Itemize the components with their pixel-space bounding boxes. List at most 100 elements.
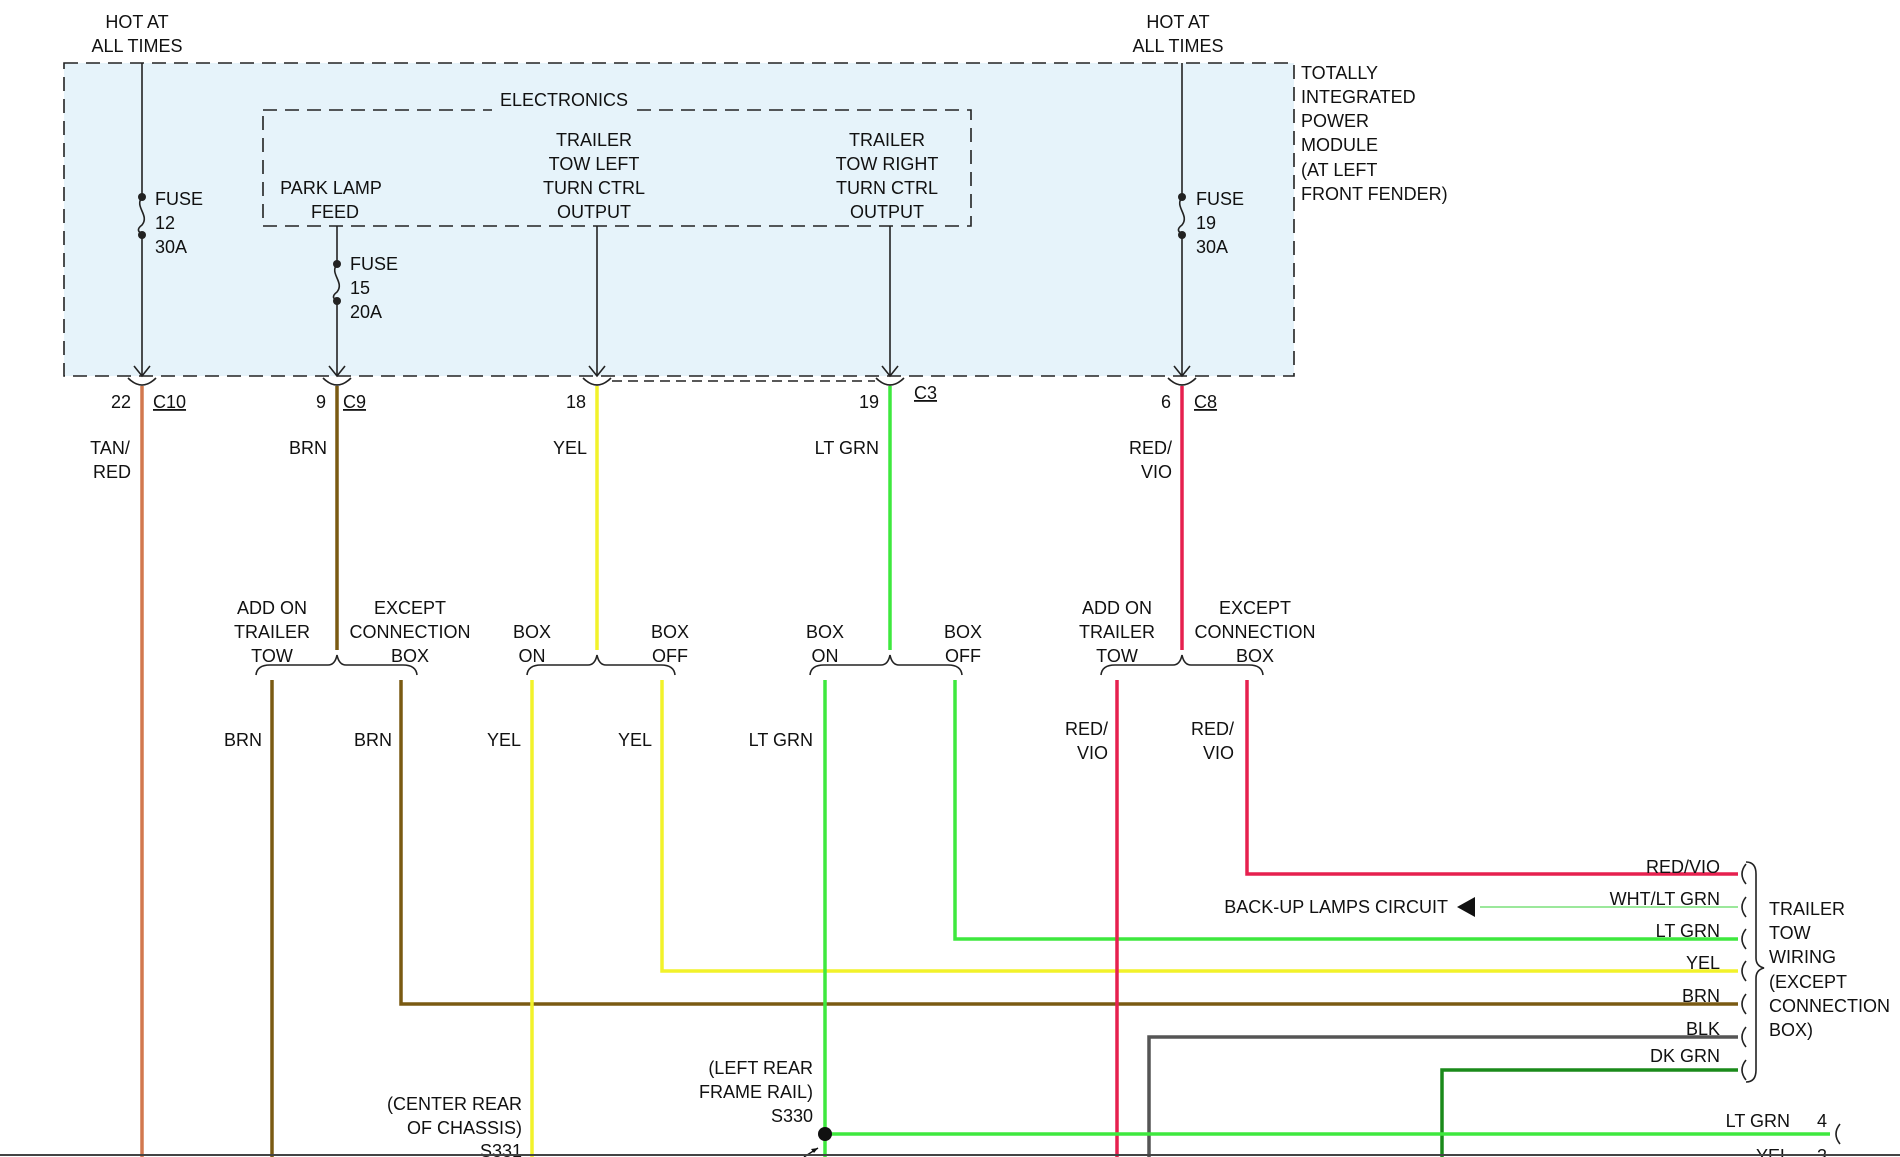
trailer-tow-connector [1741, 861, 1765, 1083]
svg-text:BLK: BLK [1686, 1019, 1720, 1039]
bottom-connector-wire-1: LT GRN [1726, 1111, 1790, 1131]
svg-text:WHT/LT GRN: WHT/LT GRN [1610, 889, 1720, 909]
c10-name: C10 [153, 392, 186, 412]
bottom-connector-pin-3: 3 [1817, 1146, 1827, 1157]
c8-pin: 6 [1161, 392, 1171, 412]
svg-text:TOW: TOW [251, 646, 293, 666]
svg-text:TRAILER: TRAILER [1079, 622, 1155, 642]
svg-text:EXCEPT: EXCEPT [1219, 598, 1291, 618]
c9-name: C9 [343, 392, 366, 412]
svg-text:VIO: VIO [1077, 743, 1108, 763]
svg-text:LT GRN: LT GRN [1656, 921, 1720, 941]
svg-text:OFF: OFF [652, 646, 688, 666]
wire-brn-except [399, 680, 1738, 1006]
svg-text:VIO: VIO [1141, 462, 1172, 482]
branch-braces [255, 654, 1264, 676]
branch-label-boxon-yel: BOX ON [513, 622, 551, 666]
c9-pin: 9 [316, 392, 326, 412]
svg-text:CONNECTION: CONNECTION [1195, 622, 1316, 642]
fuse-19-label: FUSE 19 30A [1196, 189, 1244, 257]
svg-text:BOX): BOX) [1769, 1020, 1813, 1040]
wire-label-ltgrn: LT GRN [815, 438, 879, 458]
svg-text:TOW: TOW [1769, 923, 1811, 943]
wire-label-ltgrn-boxon: LT GRN [749, 730, 813, 750]
svg-text:20A: 20A [350, 302, 382, 322]
hot-right-line2: ALL TIMES [1132, 36, 1223, 56]
svg-text:ON: ON [519, 646, 546, 666]
svg-text:RED/: RED/ [1129, 438, 1172, 458]
svg-text:RED: RED [93, 462, 131, 482]
svg-text:TRAILER: TRAILER [234, 622, 310, 642]
svg-text:TRAILER: TRAILER [1769, 899, 1845, 919]
svg-text:ON: ON [812, 646, 839, 666]
wire-label-brn-addon: BRN [224, 730, 262, 750]
svg-text:ADD ON: ADD ON [237, 598, 307, 618]
hot-left-line2: ALL TIMES [91, 36, 182, 56]
svg-text:VIO: VIO [1203, 743, 1234, 763]
fuse-19-icon [1177, 193, 1186, 239]
svg-text:BOX: BOX [651, 622, 689, 642]
trailer-tow-wire-labels: RED/VIO WHT/LT GRN LT GRN YEL BRN BLK DK… [1610, 857, 1720, 1066]
svg-text:FUSE: FUSE [1196, 189, 1244, 209]
backup-lamps-label: BACK-UP LAMPS CIRCUIT [1224, 897, 1448, 917]
svg-text:FEED: FEED [311, 202, 359, 222]
svg-text:POWER: POWER [1301, 111, 1369, 131]
wire-ltgrn-boxoff [953, 680, 1738, 941]
svg-text:FUSE: FUSE [350, 254, 398, 274]
svg-text:(CENTER REAR: (CENTER REAR [387, 1094, 522, 1114]
branch-label-except-brn: EXCEPT CONNECTION BOX [350, 598, 471, 666]
wire-dkgrn [1440, 1068, 1738, 1157]
splice-s330-dot [818, 1127, 832, 1141]
bottom-connector-wire-2: YEL [1756, 1146, 1790, 1157]
svg-text:BOX: BOX [513, 622, 551, 642]
svg-text:BRN: BRN [1682, 986, 1720, 1006]
branch-label-except-redvio: EXCEPT CONNECTION BOX [1195, 598, 1316, 666]
svg-text:EXCEPT: EXCEPT [374, 598, 446, 618]
svg-text:OF CHASSIS): OF CHASSIS) [407, 1118, 522, 1138]
connector-pins [127, 365, 1197, 386]
wire-label-yel-boxoff: YEL [618, 730, 652, 750]
svg-text:ADD ON: ADD ON [1082, 598, 1152, 618]
wire-yel-boxoff [660, 680, 1738, 973]
wire-label-brn: BRN [289, 438, 327, 458]
c8-name: C8 [1194, 392, 1217, 412]
left-turn-output-label: TRAILER TOW LEFT TURN CTRL OUTPUT [543, 130, 645, 222]
arrow-left-icon [1457, 897, 1475, 917]
svg-text:PARK LAMP: PARK LAMP [280, 178, 382, 198]
svg-text:S331: S331 [480, 1141, 522, 1157]
fuse-15-label: FUSE 15 20A [350, 254, 398, 322]
fuse-12-label: FUSE 12 30A [155, 189, 203, 257]
svg-text:OFF: OFF [945, 646, 981, 666]
svg-text:12: 12 [155, 213, 175, 233]
svg-text:INTEGRATED: INTEGRATED [1301, 87, 1416, 107]
svg-text:TOW: TOW [1096, 646, 1138, 666]
c3-name: C3 [914, 383, 937, 403]
svg-text:19: 19 [1196, 213, 1216, 233]
splice-s330-label: (LEFT REAR FRAME RAIL) S330 [699, 1058, 813, 1126]
wire-label-brn-except: BRN [354, 730, 392, 750]
svg-text:30A: 30A [155, 237, 187, 257]
svg-text:BOX: BOX [944, 622, 982, 642]
hot-right-line1: HOT AT [1146, 12, 1209, 32]
svg-text:(AT LEFT: (AT LEFT [1301, 160, 1377, 180]
svg-text:TOW LEFT: TOW LEFT [549, 154, 640, 174]
wire-label-yel-boxon: YEL [487, 730, 521, 750]
wire-label-redvio: RED/ VIO [1129, 438, 1172, 482]
park-lamp-feed-label: PARK LAMP FEED [280, 178, 382, 222]
svg-text:TOW RIGHT: TOW RIGHT [836, 154, 939, 174]
svg-text:FUSE: FUSE [155, 189, 203, 209]
branch-label-addon-brn: ADD ON TRAILER TOW [234, 598, 310, 666]
svg-text:BOX: BOX [1236, 646, 1274, 666]
svg-text:OUTPUT: OUTPUT [850, 202, 924, 222]
svg-text:YEL: YEL [1686, 953, 1720, 973]
wire-label-redvio-except: RED/ VIO [1191, 719, 1234, 763]
c3-pin-18: 18 [566, 392, 586, 412]
wire-label-redvio-addon: RED/ VIO [1065, 719, 1108, 763]
branch-label-boxoff-ltgrn: BOX OFF [944, 622, 982, 666]
svg-text:15: 15 [350, 278, 370, 298]
svg-text:TAN/: TAN/ [90, 438, 130, 458]
electronics-label: ELECTRONICS [500, 90, 628, 110]
svg-text:CONNECTION: CONNECTION [350, 622, 471, 642]
wire-label-tan-red: TAN/ RED [90, 438, 131, 482]
